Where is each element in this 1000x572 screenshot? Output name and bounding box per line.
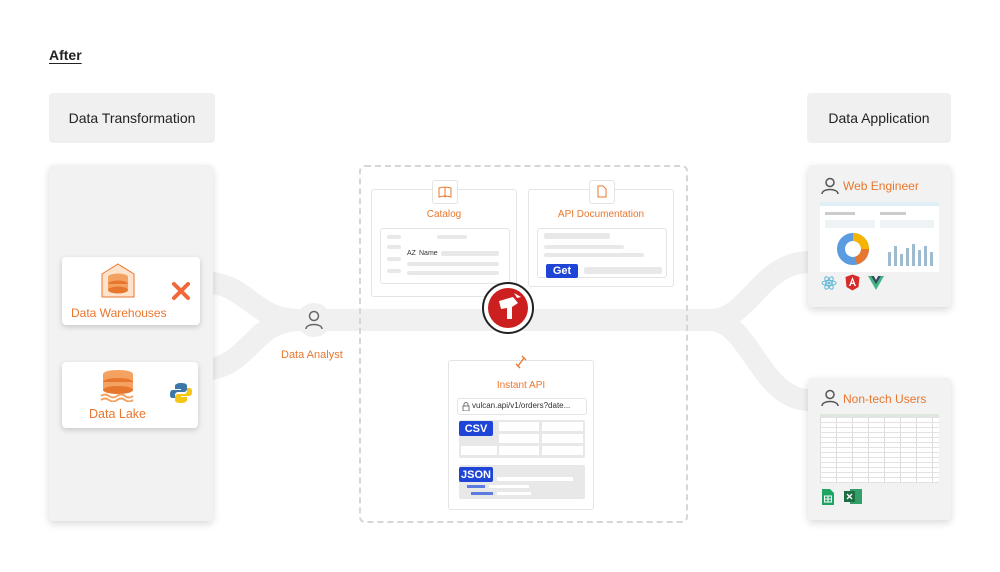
api-doc-body: Get [537,228,667,278]
dbt-icon [172,282,190,300]
non-tech-users-panel[interactable]: Non-tech Users [808,378,951,520]
vulcan-container [359,165,688,523]
catalog-icon-wrap [432,180,458,204]
non-tech-users-label: Non-tech Users [843,392,927,406]
data-warehouses-card[interactable]: Data Warehouses [62,257,200,325]
user-icon [305,310,323,330]
catalog-panel[interactable]: Catalog AZ Name [371,180,517,297]
excel-icon [844,489,862,504]
bar-chart-icon [888,244,933,266]
api-documentation-panel[interactable]: API Documentation Get [528,180,674,287]
data-lake-icon [100,370,134,402]
api-url-field[interactable]: vulcan.api/v1/orders?date... [457,398,587,415]
analyst-label: Data Analyst [281,349,343,361]
dashboard-thumbnail [820,202,939,272]
right-column-header: Data Application [807,93,951,143]
az-sort-label: AZ [407,250,416,257]
catalog-list: AZ Name [380,228,510,284]
web-engineer-label: Web Engineer [843,179,919,193]
vulcan-hammer-icon [488,288,528,328]
data-lake-label: Data Lake [89,407,146,421]
user-icon [821,177,839,195]
page-heading: After [49,47,82,63]
transformation-panel [49,165,213,521]
google-sheets-icon [822,489,834,505]
vulcan-logo [482,282,534,334]
get-button[interactable]: Get [546,264,578,278]
web-engineer-panel[interactable]: Web Engineer [808,165,951,307]
user-icon [821,389,839,407]
instant-api-panel[interactable]: Instant API vulcan.api/v1/orders?date...… [448,355,594,510]
react-icon [821,276,837,290]
instant-api-title: Instant API [496,380,546,391]
json-badge[interactable]: JSON [459,467,493,482]
spreadsheet-thumbnail [820,414,939,483]
plug-icon [515,355,527,369]
doc-icon-wrap [589,180,615,204]
donut-chart-icon [837,233,869,265]
json-block [459,465,585,499]
analyst-node [297,303,331,337]
left-column-header: Data Transformation [49,93,215,143]
api-doc-title: API Documentation [557,209,645,220]
catalog-title: Catalog [426,209,462,220]
csv-table [459,420,585,458]
api-url-text: vulcan.api/v1/orders?date... [472,401,571,410]
python-icon [170,383,192,403]
angular-icon [845,274,860,291]
data-warehouses-label: Data Warehouses [71,306,167,320]
document-icon [597,185,607,198]
vue-icon [868,276,884,290]
name-column-label: Name [419,250,438,257]
data-lake-card[interactable]: Data Lake [62,362,198,428]
book-icon [438,186,452,198]
lock-icon [462,402,470,411]
csv-badge[interactable]: CSV [459,421,493,436]
database-stack-icon [101,263,135,298]
